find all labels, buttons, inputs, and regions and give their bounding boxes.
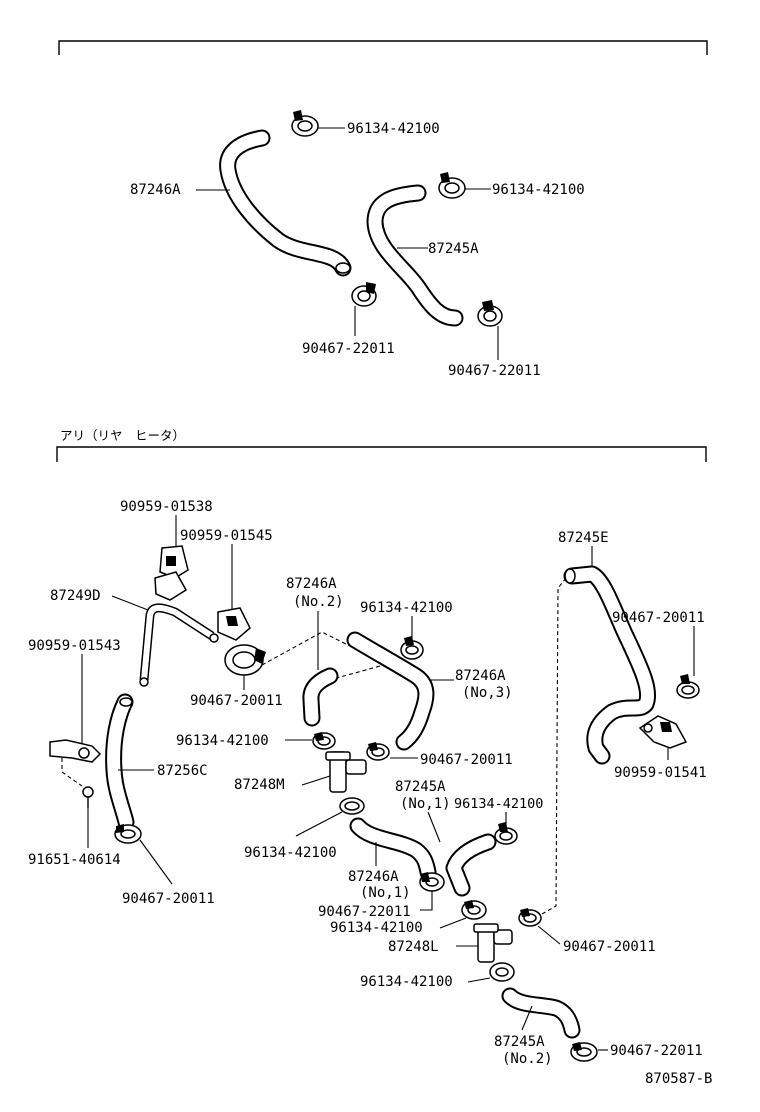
joint-87248L (473, 923, 513, 963)
label-96134-4: 96134-42100 (454, 796, 543, 812)
hose-87246A-top (219, 129, 352, 277)
clamp-96134-2 (312, 732, 336, 750)
label-87245A-no2-sub: (No.2) (502, 1051, 553, 1067)
clamp-90467-20011-e (676, 674, 700, 699)
label-90467-20011-b: 90467-20011 (420, 752, 513, 768)
hose-87245A-no2 (501, 987, 581, 1039)
label-90959-01541: 90959-01541 (614, 765, 707, 781)
label-87245E: 87245E (558, 530, 609, 546)
label-90467-top-a: 90467-22011 (302, 341, 395, 357)
lower-section-header: アリ（リヤ ヒータ） (60, 428, 185, 443)
joint-87248M (325, 751, 367, 793)
clamp-90467-top-b (477, 300, 503, 327)
bracket-90959-01538 (154, 545, 189, 601)
clamp-96134-3 (339, 797, 365, 815)
hose-87245A-no1 (445, 833, 497, 897)
label-87246A-no2: 87246A (286, 576, 337, 592)
label-87248M: 87248M (234, 777, 285, 793)
upper-section-bracket (58, 40, 708, 55)
label-91651: 91651-40614 (28, 852, 121, 868)
clamp-90467-20011-a (224, 644, 266, 676)
clamp-96134-1 (400, 636, 424, 660)
label-90467-20011-d: 90467-20011 (563, 939, 656, 955)
label-90959-01538: 90959-01538 (120, 499, 213, 515)
label-96134-1: 96134-42100 (360, 600, 453, 616)
label-90467-22011-c: 90467-22011 (318, 904, 411, 920)
label-90959-01545: 90959-01545 (180, 528, 273, 544)
label-90467-20011-low: 90467-20011 (122, 891, 215, 907)
bracket-90959-01541 (638, 715, 688, 749)
clamp-90467-22011-c (419, 872, 445, 892)
label-87246A-top: 87246A (130, 182, 181, 198)
label-96134-3: 96134-42100 (244, 845, 337, 861)
label-87245A-no1-sub: (No,1) (400, 796, 451, 812)
hose-87246A-no3 (346, 631, 435, 751)
label-87246A-no1: 87246A (348, 869, 399, 885)
hose-87245E (563, 565, 657, 765)
clamp-90467-20011-b (366, 742, 390, 761)
label-87245A-top: 87245A (428, 241, 479, 257)
clamp-96134-6 (489, 962, 515, 982)
clamp-96134-5 (461, 900, 487, 920)
hose-87246A-no2 (302, 667, 339, 727)
label-87248L: 87248L (388, 939, 439, 955)
clamp-90467-20011-d (518, 908, 542, 927)
screw-91651-40614 (82, 786, 94, 808)
label-87245A-no2: 87245A (494, 1034, 545, 1050)
label-90467-20011-e: 90467-20011 (612, 610, 705, 626)
label-96134-5: 96134-42100 (330, 920, 423, 936)
label-87246A-no3-sub: (No,3) (462, 685, 513, 701)
label-96134-top-a: 96134-42100 (347, 121, 440, 137)
pipe-87249D (139, 603, 219, 687)
label-90467-20011-a: 90467-20011 (190, 693, 283, 709)
label-90467-top-b: 90467-22011 (448, 363, 541, 379)
hose-87256C (105, 693, 135, 831)
label-90467-22011-d: 90467-22011 (610, 1043, 703, 1059)
clamp-90959-01543 (49, 739, 102, 763)
label-87256C: 87256C (157, 763, 208, 779)
label-96134-top-b: 96134-42100 (492, 182, 585, 198)
lower-section-bracket (56, 446, 707, 462)
clamp-96134-top-b (438, 172, 466, 199)
clamp-96134-4 (494, 822, 518, 845)
label-96134-6: 96134-42100 (360, 974, 453, 990)
clamp-90467-22011-d (570, 1042, 598, 1062)
clamp-90467-top-a (351, 282, 377, 307)
bracket-90959-01545 (217, 607, 251, 641)
hose-87245A-top (366, 184, 464, 327)
clamp-90467-20011-low (114, 824, 142, 844)
label-90959-01543: 90959-01543 (28, 638, 121, 654)
label-87246A-no1-sub: (No,1) (360, 885, 411, 901)
clamp-96134-top-a (291, 110, 319, 137)
label-87246A-no3: 87246A (455, 668, 506, 684)
label-96134-2: 96134-42100 (176, 733, 269, 749)
label-87246A-no2-sub: (No.2) (293, 594, 344, 610)
label-87249D: 87249D (50, 588, 101, 604)
label-87245A-no1: 87245A (395, 779, 446, 795)
hose-87246A-no1 (349, 817, 437, 881)
drawing-number: 870587-B (645, 1071, 712, 1087)
